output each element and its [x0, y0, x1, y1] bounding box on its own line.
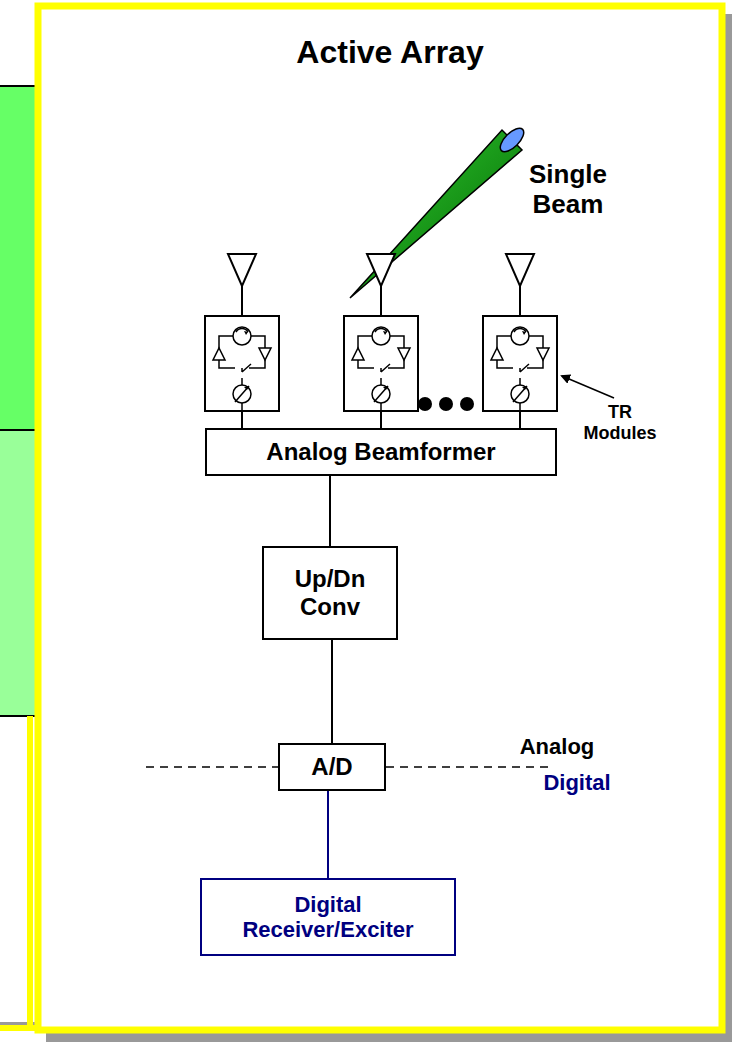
- signal-line: [332, 640, 333, 743]
- signal-line: [330, 476, 331, 546]
- beamformer-box: Analog Beamformer: [205, 428, 557, 476]
- signal-line: [328, 791, 329, 878]
- converter-box: Up/Dn Conv: [262, 546, 398, 640]
- box-label: Analog Beamformer: [266, 438, 495, 466]
- box-label: Up/Dn Conv: [272, 565, 388, 620]
- callout-label: TR Modules: [580, 402, 660, 443]
- domain-label: Digital: [512, 770, 642, 795]
- box-label: A/D: [311, 753, 352, 781]
- domain-label: Analog: [492, 734, 622, 759]
- box-label: Digital Receiver/Exciter: [210, 892, 446, 943]
- adc-box: A/D: [278, 743, 386, 791]
- panel-title: Active Array: [180, 34, 600, 71]
- beam-label: Single Beam: [508, 160, 628, 220]
- receiver-exciter-box: Digital Receiver/Exciter: [200, 878, 456, 956]
